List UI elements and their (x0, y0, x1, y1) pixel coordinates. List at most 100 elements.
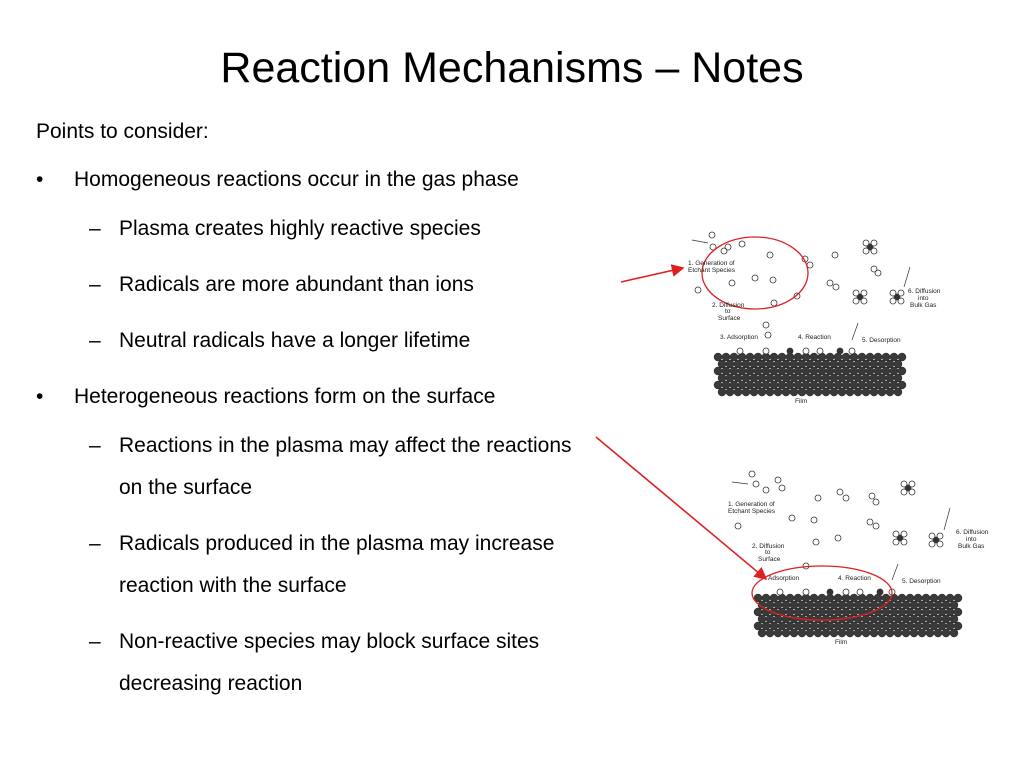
film-atom (741, 373, 751, 383)
film-atom (893, 359, 903, 369)
film-atom (757, 387, 767, 397)
molecule-clusters (852, 239, 905, 305)
label-reaction: 4. Reaction (838, 575, 871, 582)
film-atom (773, 600, 783, 610)
adsorbed-particle (816, 347, 824, 355)
film-atom (889, 607, 899, 617)
film-atom (713, 366, 723, 376)
film-atom (861, 359, 871, 369)
film-atom (737, 380, 747, 390)
film-atom (949, 600, 959, 610)
film-atom (773, 628, 783, 638)
film-atom (749, 373, 759, 383)
label-reaction: 4. Reaction (798, 334, 831, 341)
film-atom (909, 628, 919, 638)
film-atom (925, 614, 935, 624)
sub-bullet-radicals-increase: – Radicals produced in the plasma may in… (36, 523, 579, 607)
film-atom (853, 373, 863, 383)
bullet-text: Heterogeneous reactions form on the surf… (74, 385, 496, 408)
film-atom (849, 593, 859, 603)
film-atom (845, 614, 855, 624)
film-atom (901, 614, 911, 624)
film-atom (933, 628, 943, 638)
film-atom (845, 373, 855, 383)
film-atom (849, 380, 859, 390)
sub-bullet-text: Reactions in the plasma may affect the r… (119, 434, 572, 499)
film-atom (853, 600, 863, 610)
film-atom (825, 607, 835, 617)
film-atom (881, 352, 891, 362)
sub-bullet-non-reactive: – Non-reactive species may block surface… (36, 621, 579, 705)
label-generation-2: Etchant Species (728, 508, 776, 515)
film-atom (913, 593, 923, 603)
film-atom (873, 621, 883, 631)
sub-bullet-marker: – (89, 217, 101, 240)
film-atom (913, 607, 923, 617)
film-atom (733, 359, 743, 369)
intro-text: Points to consider: (36, 120, 209, 143)
film-atom (837, 628, 847, 638)
label-diffusion-2: to (765, 549, 771, 556)
film-atom (845, 628, 855, 638)
film-atom (877, 359, 887, 369)
film-atom (741, 387, 751, 397)
film-atom (945, 607, 955, 617)
film-atom (869, 614, 879, 624)
film-atom (865, 366, 875, 376)
label-diffusion: 2. Diffusion (752, 543, 785, 550)
film-atom (941, 600, 951, 610)
film-atom (873, 380, 883, 390)
film-atom (865, 593, 875, 603)
film-atom (937, 593, 947, 603)
bullet-marker: • (36, 385, 44, 408)
film-atom (713, 380, 723, 390)
film-atom (929, 593, 939, 603)
film-atom (769, 593, 779, 603)
film-atom (741, 359, 751, 369)
sub-bullet-radicals: – Radicals are more abundant than ions (36, 264, 636, 306)
film-atom (893, 373, 903, 383)
film-atom (949, 628, 959, 638)
film-atom (873, 352, 883, 362)
process-arrows (691, 239, 911, 391)
film-atom (845, 387, 855, 397)
film-atom (821, 628, 831, 638)
film-atom (861, 628, 871, 638)
film-atom (809, 366, 819, 376)
film-atom (881, 621, 891, 631)
film-atom (761, 621, 771, 631)
film-atom (841, 621, 851, 631)
film-atom (905, 593, 915, 603)
film-atom (841, 366, 851, 376)
film-atom (757, 628, 767, 638)
film-atom (917, 614, 927, 624)
film-atom (873, 366, 883, 376)
film-atom (897, 607, 907, 617)
film-atom (765, 373, 775, 383)
film-atom (817, 621, 827, 631)
label-adsorption: 3. Adsorption (720, 334, 758, 341)
label-diffusion-bulk-2: into (918, 295, 929, 302)
film-atom (721, 352, 731, 362)
film-atom (893, 387, 903, 397)
film-atom (777, 621, 787, 631)
film-atom (901, 628, 911, 638)
film-atom (857, 621, 867, 631)
film-atom (761, 593, 771, 603)
film-atom (801, 366, 811, 376)
film-atom (869, 387, 879, 397)
film-atom (881, 366, 891, 376)
film-atom (725, 387, 735, 397)
sub-bullet-marker: – (89, 630, 101, 653)
label-diffusion-2: to (725, 308, 731, 315)
film-atom (829, 600, 839, 610)
film-atom (869, 628, 879, 638)
adsorbed-particle (786, 347, 794, 355)
film-atom (917, 628, 927, 638)
film-atom (765, 628, 775, 638)
film-atom (941, 628, 951, 638)
film-atom (785, 380, 795, 390)
film-atom (797, 387, 807, 397)
film-atom (769, 352, 779, 362)
film-atom (793, 593, 803, 603)
